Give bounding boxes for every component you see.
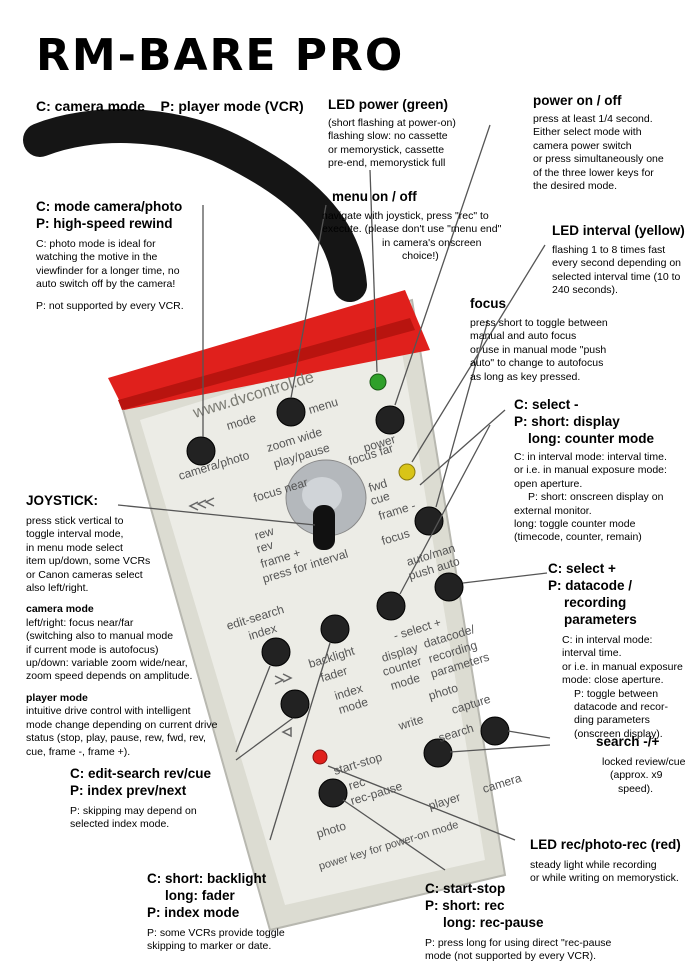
search-annotation: search -/+ locked review/cue(approx. x9 … bbox=[596, 734, 686, 795]
cable bbox=[23, 109, 367, 302]
led-rec-red bbox=[312, 749, 328, 765]
mode-camera-photo-button[interactable] bbox=[186, 436, 216, 466]
menu-button[interactable] bbox=[276, 397, 306, 427]
select-minus-annotation: C: select - P: short: display long: coun… bbox=[514, 397, 667, 544]
search-plus-button[interactable] bbox=[480, 716, 510, 746]
svg-text:cue: cue bbox=[369, 489, 392, 508]
joystick[interactable] bbox=[313, 505, 335, 550]
led-power-annotation: LED power (green) (short flashing at pow… bbox=[328, 97, 456, 170]
backlight-button[interactable] bbox=[320, 614, 350, 644]
mode-camera-annotation: C: mode camera/photo P: high-speed rewin… bbox=[36, 199, 184, 312]
select-plus-annotation: C: select + P: datacode / recording para… bbox=[548, 561, 683, 740]
leader-lines bbox=[117, 124, 551, 871]
edit-search-next-button[interactable] bbox=[280, 689, 310, 719]
modes-legend: C: camera mode P: player mode (VCR) bbox=[36, 98, 304, 114]
remote-case bbox=[108, 290, 507, 932]
start-stop-button[interactable] bbox=[318, 778, 348, 808]
start-stop-annotation: C: start-stop P: short: rec long: rec-pa… bbox=[425, 881, 612, 963]
search-minus-button[interactable] bbox=[423, 738, 453, 768]
focus-button[interactable] bbox=[414, 506, 444, 536]
svg-text:fwd: fwd bbox=[367, 476, 389, 495]
select-plus-button[interactable] bbox=[434, 572, 464, 602]
select-minus-button[interactable] bbox=[376, 591, 406, 621]
red-top-cap bbox=[108, 290, 430, 410]
edit-search-prev-button[interactable] bbox=[261, 637, 291, 667]
power-annotation: power on / off press at least 1/4 second… bbox=[533, 93, 664, 193]
power-button[interactable] bbox=[375, 405, 405, 435]
edit-search-annotation: C: edit-search rev/cue P: index prev/nex… bbox=[70, 766, 212, 831]
page-title: RM-BARE PRO bbox=[36, 30, 405, 81]
backlight-annotation: C: short: backlight long: fader P: index… bbox=[147, 871, 285, 953]
led-power-green bbox=[369, 373, 387, 391]
led-interval-yellow bbox=[398, 463, 416, 481]
svg-text:rew: rew bbox=[253, 524, 276, 543]
svg-text:rev: rev bbox=[255, 538, 275, 556]
menu-annotation: menu on / off navigate with joystick, pr… bbox=[322, 189, 502, 263]
led-rec-annotation: LED rec/photo-rec (red) steady light whi… bbox=[530, 837, 681, 885]
arrow-glyphs bbox=[188, 497, 293, 738]
led-interval-annotation: LED interval (yellow) flashing 1 to 8 ti… bbox=[552, 223, 685, 297]
